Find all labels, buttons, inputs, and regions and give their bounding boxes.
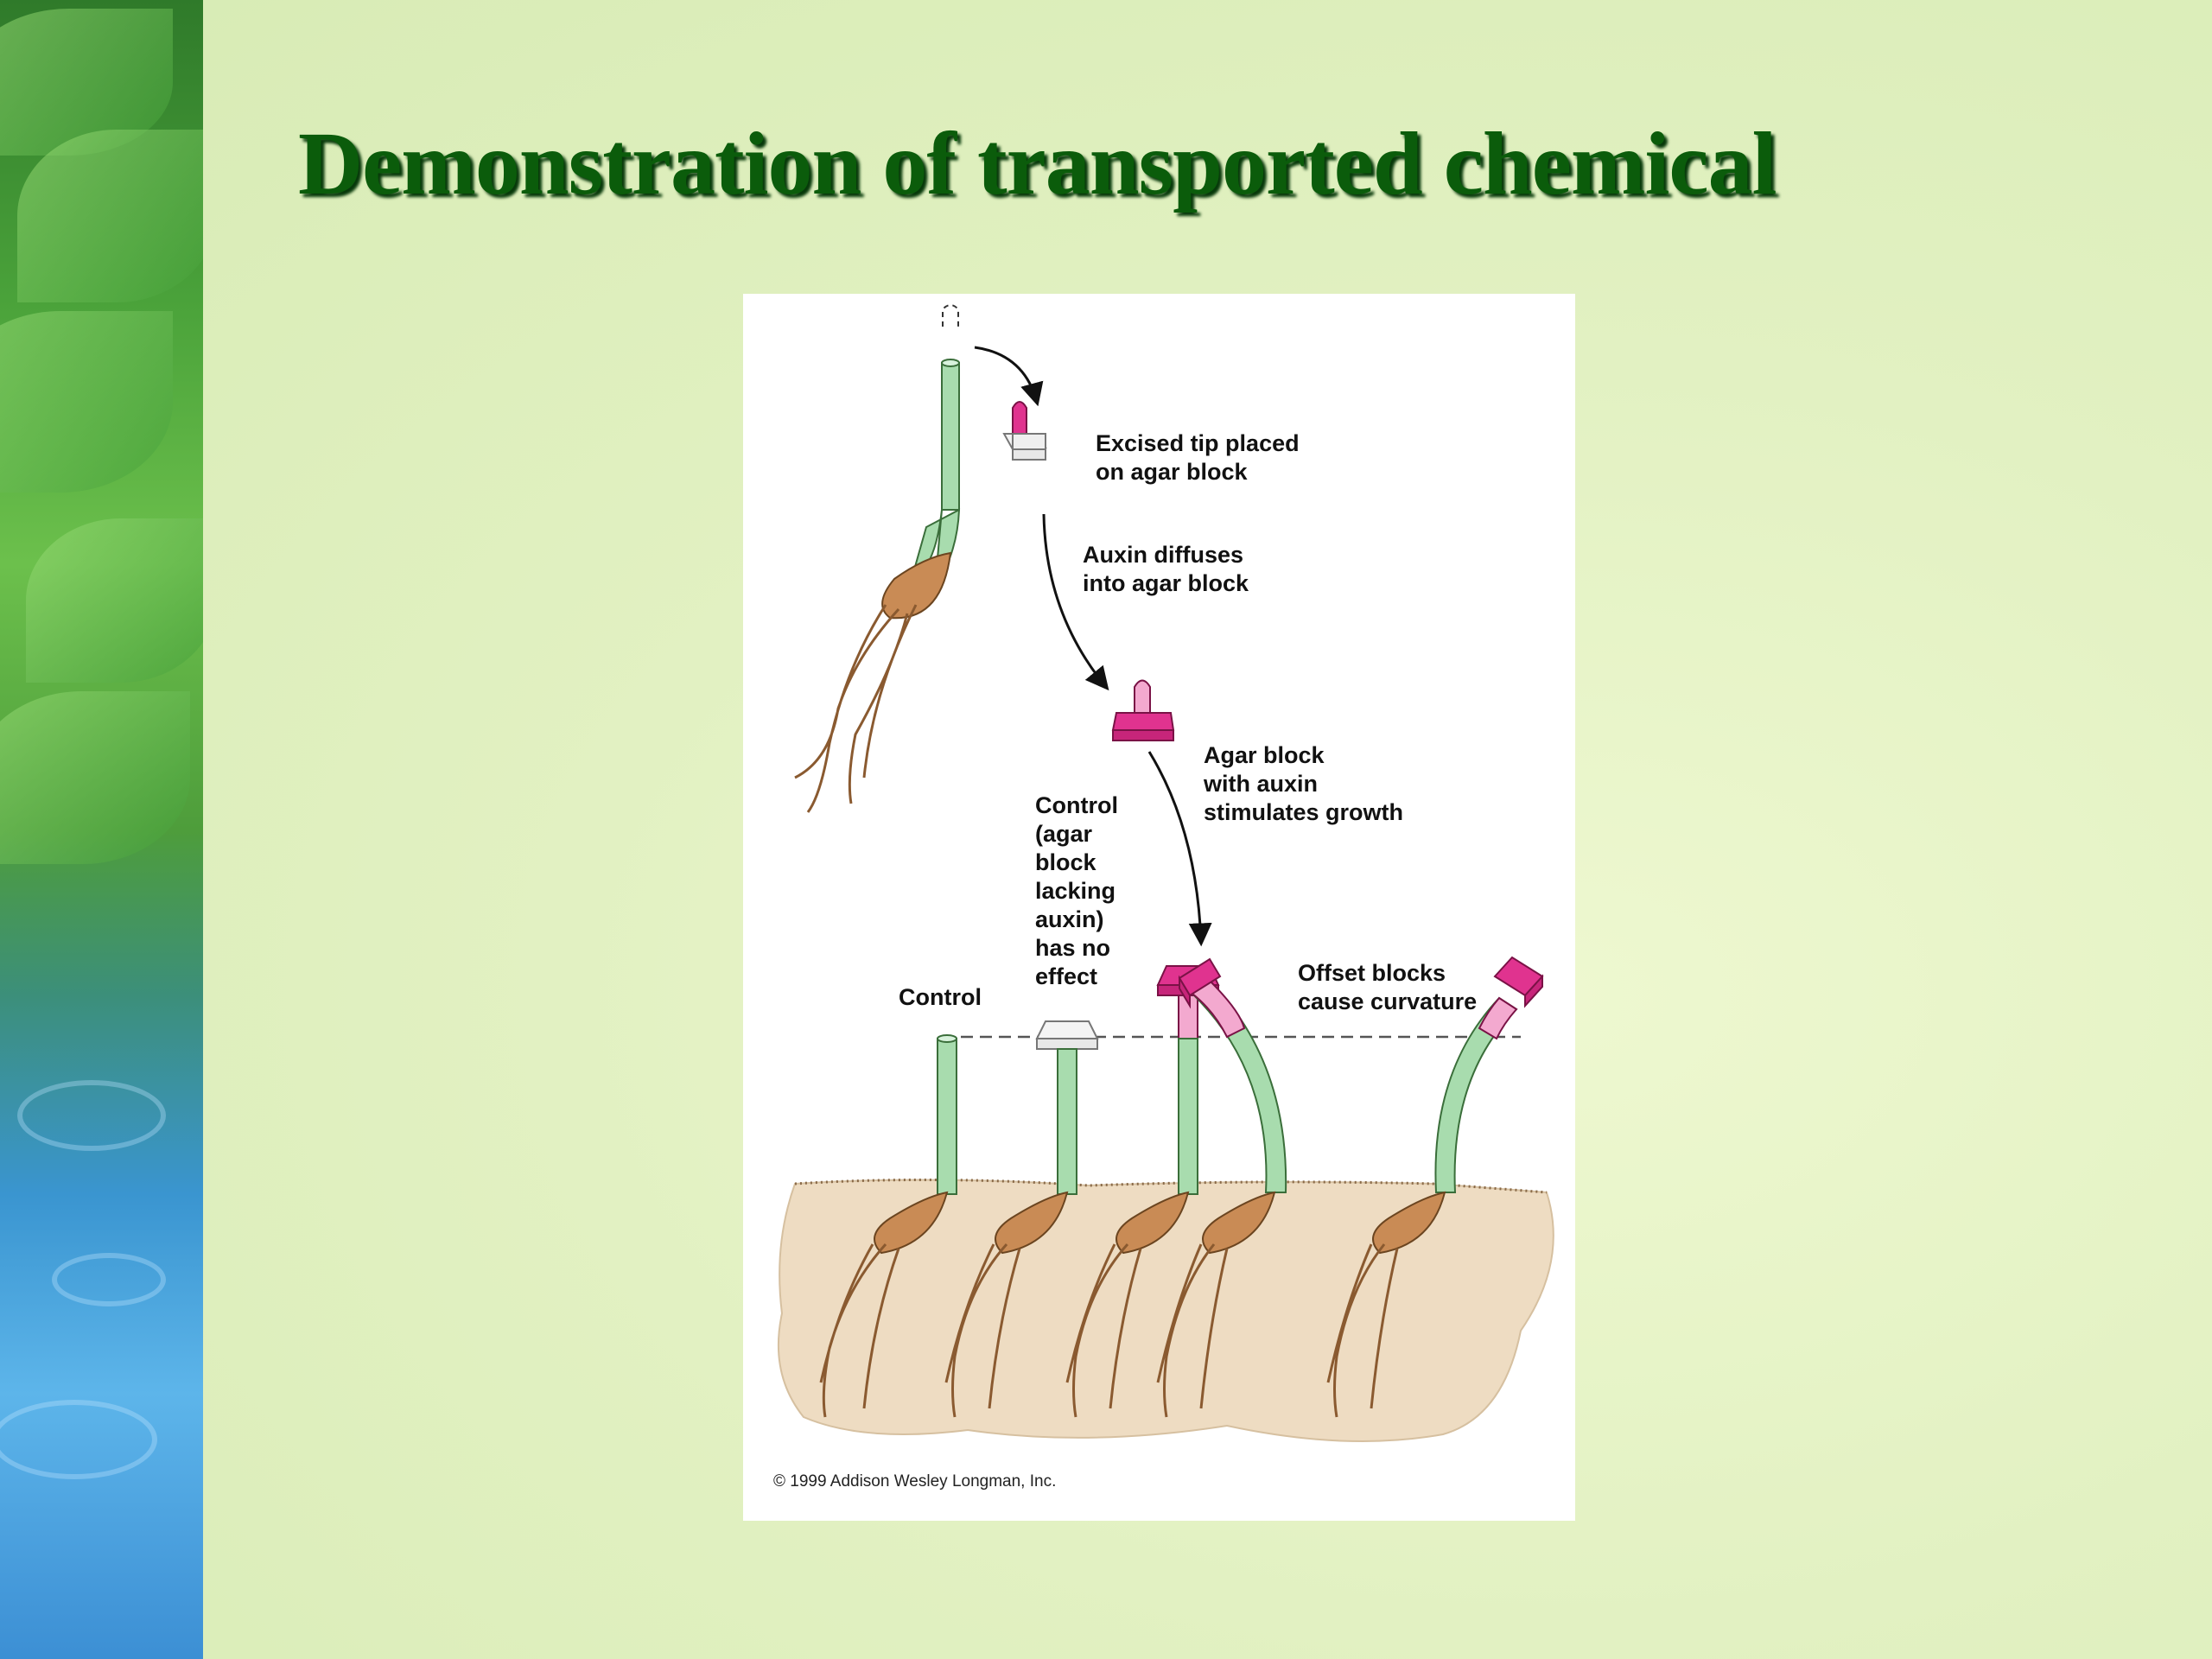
- soil: [777, 1179, 1554, 1442]
- control-note-5: auxin): [1035, 906, 1104, 932]
- stimulates-label-2: with auxin: [1203, 771, 1318, 797]
- auxin-agar-block: [1111, 679, 1175, 741]
- top-seedling: [794, 304, 961, 813]
- offset-label-2: cause curvature: [1298, 988, 1477, 1014]
- control-note-6: has no: [1035, 935, 1110, 961]
- stimulates-label-3: stimulates growth: [1204, 799, 1403, 825]
- stimulates-label-1: Agar block: [1204, 742, 1325, 768]
- diffuses-label-2: into agar block: [1083, 570, 1249, 596]
- decorative-sidebar: [0, 0, 203, 1659]
- excised-tip-on-agar: [1002, 401, 1047, 461]
- seedling-auxin-agar: [1065, 965, 1220, 1418]
- control-note-7: effect: [1035, 963, 1097, 989]
- copyright-notice: © 1999 Addison Wesley Longman, Inc.: [773, 1472, 1056, 1491]
- seedling-control: [819, 1034, 957, 1418]
- control-label: Control: [899, 984, 982, 1010]
- control-note-2: (agar: [1035, 821, 1093, 847]
- excised-label-2: on agar block: [1096, 459, 1249, 485]
- seedling-offset-right: [1326, 956, 1544, 1418]
- seedling-offset-left: [1156, 957, 1287, 1418]
- seedling-plain-agar: [944, 1020, 1099, 1418]
- auxin-experiment-figure: Excised tip placed on agar block Auxin d…: [743, 294, 1575, 1521]
- excised-label-1: Excised tip placed: [1096, 430, 1300, 456]
- offset-label-1: Offset blocks: [1298, 960, 1446, 986]
- control-note-4: lacking: [1035, 878, 1116, 904]
- control-note-3: block: [1035, 849, 1097, 875]
- diffuses-label-1: Auxin diffuses: [1083, 542, 1243, 568]
- control-note-1: Control: [1035, 792, 1118, 818]
- slide-title: Demonstration of transported chemical: [298, 114, 1777, 213]
